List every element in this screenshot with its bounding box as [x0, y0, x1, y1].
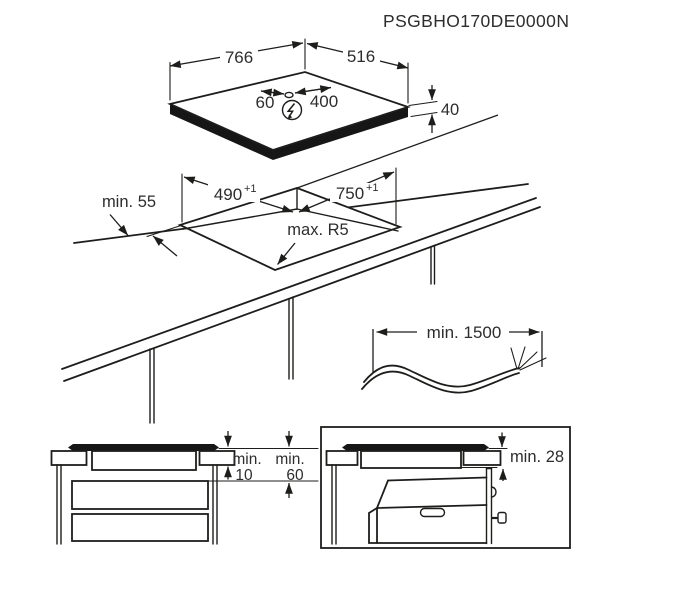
cutout-depth-tolerance: +1	[244, 183, 257, 195]
oven-side-hinge	[490, 486, 497, 498]
oven-side-knob	[497, 511, 507, 524]
hob-width-label: 766	[225, 48, 253, 67]
connection-point-mark	[284, 91, 294, 99]
cutout-width-label: 750	[336, 184, 364, 203]
drawer-gap2-value: 60	[286, 467, 304, 484]
drawer-front-upper	[71, 480, 209, 510]
oven-gap-label: min. 28	[510, 448, 564, 466]
cabinet-legs	[149, 244, 436, 424]
power-connection-icon	[281, 99, 303, 121]
worktop-cutout-view: 490 +1 750 +1 min. 55 max. R5	[61, 167, 541, 424]
model-code: PSGBHO170DE0000N	[383, 11, 569, 31]
hob-to-cutout-leader	[296, 114, 499, 189]
hob-top-view: 766 516 60 400 40	[167, 38, 499, 189]
oven-handle	[419, 507, 446, 518]
oven-view-border	[320, 426, 571, 549]
drawer-gap2-label: min.	[275, 451, 304, 468]
hob-height-label: 40	[441, 101, 459, 119]
cable-length-label: min. 1500	[427, 323, 502, 342]
cable-drawing	[361, 346, 547, 394]
drawer-front-lower	[71, 513, 209, 542]
cutout-depth-label: 490	[214, 185, 242, 204]
hob-body-section-2	[360, 450, 462, 469]
cutout-width-tolerance: +1	[366, 182, 379, 194]
hob-glass-section	[68, 444, 219, 451]
connection-offset-right-label: 400	[310, 92, 338, 111]
drawer-installation-view: min. min. 10 60	[50, 431, 319, 545]
built-in-oven-drawing	[368, 467, 507, 545]
connection-offset-left-label: 60	[256, 93, 275, 112]
corner-radius-label: max. R5	[287, 221, 348, 239]
drawer-gap1-value: 10	[235, 467, 253, 484]
oven-installation-view: min. 28	[320, 426, 571, 549]
hob-base-band	[170, 104, 408, 160]
power-cable-view: min. 1500	[361, 323, 547, 394]
hob-glass-section-2	[342, 444, 489, 451]
hob-depth-label: 516	[347, 47, 375, 66]
rear-clearance-label: min. 55	[102, 193, 156, 211]
hob-body-section	[91, 450, 197, 471]
drawer-gap1-label: min.	[232, 451, 261, 468]
